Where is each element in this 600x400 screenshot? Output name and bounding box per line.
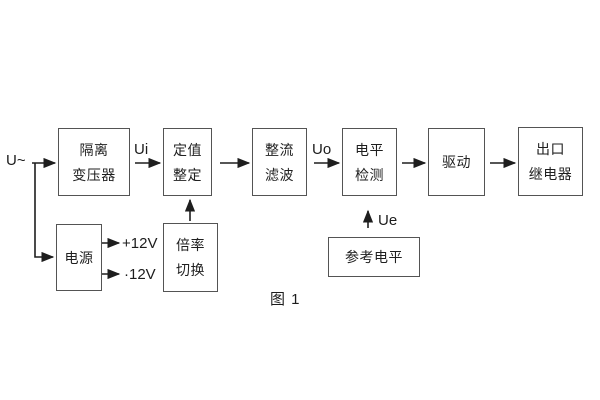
block-label-line: 倍率 bbox=[176, 237, 205, 253]
plus12v-label: +12V bbox=[122, 235, 158, 252]
block-power-supply: 电源 bbox=[56, 224, 102, 291]
uo-signal-label: Uo bbox=[312, 141, 332, 158]
block-outlet-relay: 出口 继电器 bbox=[518, 127, 583, 196]
block-label-line: 定值 bbox=[173, 141, 202, 158]
block-label-line: 驱动 bbox=[442, 154, 471, 170]
connector-input-to-power bbox=[34, 163, 55, 263]
block-isolation-transformer: 隔离 变压器 bbox=[58, 128, 130, 196]
block-reference-level: 参考电平 bbox=[328, 237, 420, 277]
block-ratio-switch: 倍率 切换 bbox=[163, 223, 218, 292]
block-label-line: 滤波 bbox=[265, 166, 294, 183]
block-label-line: 整流 bbox=[265, 141, 294, 158]
block-level-detect: 电平 检测 bbox=[342, 128, 397, 196]
input-signal-label: U~ bbox=[6, 152, 26, 169]
minus12v-label: ·12V bbox=[124, 266, 156, 283]
block-label-line: 参考电平 bbox=[345, 249, 403, 265]
block-label-line: 电源 bbox=[64, 249, 94, 266]
block-drive: 驱动 bbox=[428, 128, 485, 196]
block-value-setting: 定值 整定 bbox=[163, 128, 212, 196]
block-label-line: 切换 bbox=[176, 262, 205, 278]
block-label-line: 电平 bbox=[355, 141, 384, 158]
block-rectify-filter: 整流 滤波 bbox=[252, 128, 307, 196]
ue-signal-label: Ue bbox=[378, 212, 398, 229]
block-label-line: 隔离 bbox=[79, 141, 109, 158]
ui-signal-label: Ui bbox=[134, 141, 149, 158]
block-label-line: 检测 bbox=[355, 166, 384, 183]
block-label-line: 继电器 bbox=[528, 166, 573, 182]
block-label-line: 出口 bbox=[536, 141, 565, 157]
figure-caption: 图 1 bbox=[270, 291, 301, 308]
block-label-line: 变压器 bbox=[72, 166, 116, 183]
block-label-line: 整定 bbox=[173, 166, 202, 183]
